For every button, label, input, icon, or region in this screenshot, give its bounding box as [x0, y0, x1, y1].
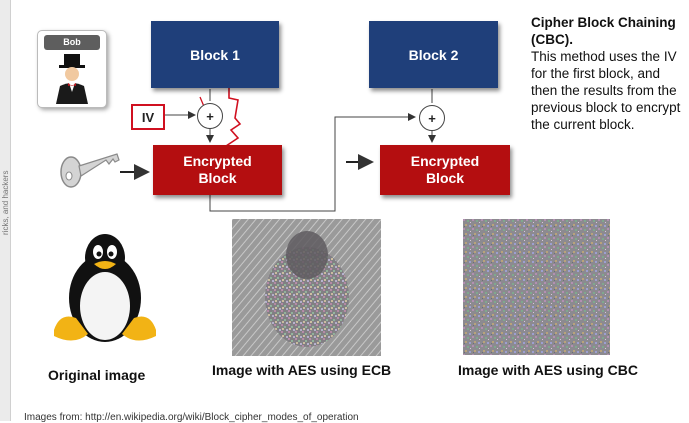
tux-penguin-icon	[54, 234, 156, 342]
encrypted-block-1: Encrypted Block	[153, 145, 282, 195]
cbc-encrypted-image	[463, 219, 610, 355]
bob-card: Bob	[37, 30, 107, 108]
caption-ecb: Image with AES using ECB	[212, 362, 392, 378]
key-icon	[60, 153, 120, 188]
bob-label: Bob	[44, 35, 100, 50]
block-2: Block 2	[369, 21, 498, 88]
xor-node-1: +	[197, 103, 223, 129]
description-title: Cipher Block Chaining (CBC).	[531, 15, 676, 47]
ecb-encrypted-image	[232, 219, 381, 356]
description: Cipher Block Chaining (CBC). This method…	[531, 14, 689, 133]
red-annotation-squiggle	[225, 55, 242, 147]
xor-node-2: +	[419, 105, 445, 131]
block-1: Block 1	[151, 21, 279, 88]
source-line: Images from: http://en.wikipedia.org/wik…	[24, 412, 359, 423]
caption-original: Original image	[48, 367, 146, 383]
description-body: This method uses the IV for the first bl…	[531, 49, 681, 132]
encrypted-block-2: Encrypted Block	[380, 145, 510, 195]
person-top-hat-icon	[56, 54, 88, 104]
left-slide-strip	[0, 0, 11, 421]
caption-cbc: Image with AES using CBC	[458, 362, 638, 378]
iv-label: IV	[131, 104, 165, 130]
